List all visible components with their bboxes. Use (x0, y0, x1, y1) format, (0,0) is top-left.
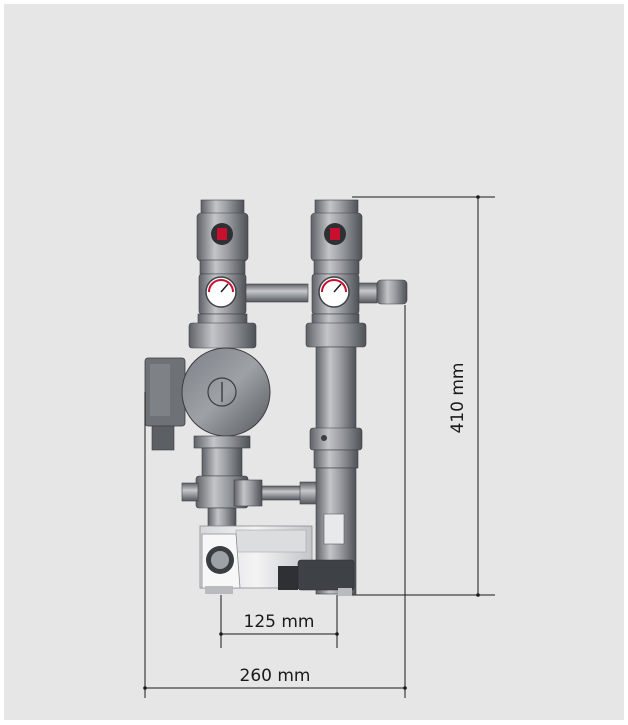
return-pipe-label-plate (323, 513, 345, 545)
left-valve-red-indicator-icon (217, 228, 227, 240)
left-valve-cap (200, 199, 245, 215)
return-pipe (315, 346, 357, 430)
height-dimension-label: 410 mm (448, 363, 468, 434)
right-column (297, 199, 408, 596)
right-valve-red-indicator-icon (330, 228, 340, 240)
top-bridge-pipe (245, 283, 309, 303)
total-width-dimension-label: 260 mm (240, 666, 311, 686)
circulation-pump-icon (181, 347, 271, 437)
actuator-clip (278, 566, 298, 590)
left-column (144, 199, 313, 594)
dimension-ticks (143, 195, 480, 690)
dimension-lines (144, 196, 495, 698)
diagram-frame (4, 4, 624, 720)
inner-width-dimension-label: 125 mm (244, 612, 315, 632)
sensor-port (376, 279, 408, 305)
